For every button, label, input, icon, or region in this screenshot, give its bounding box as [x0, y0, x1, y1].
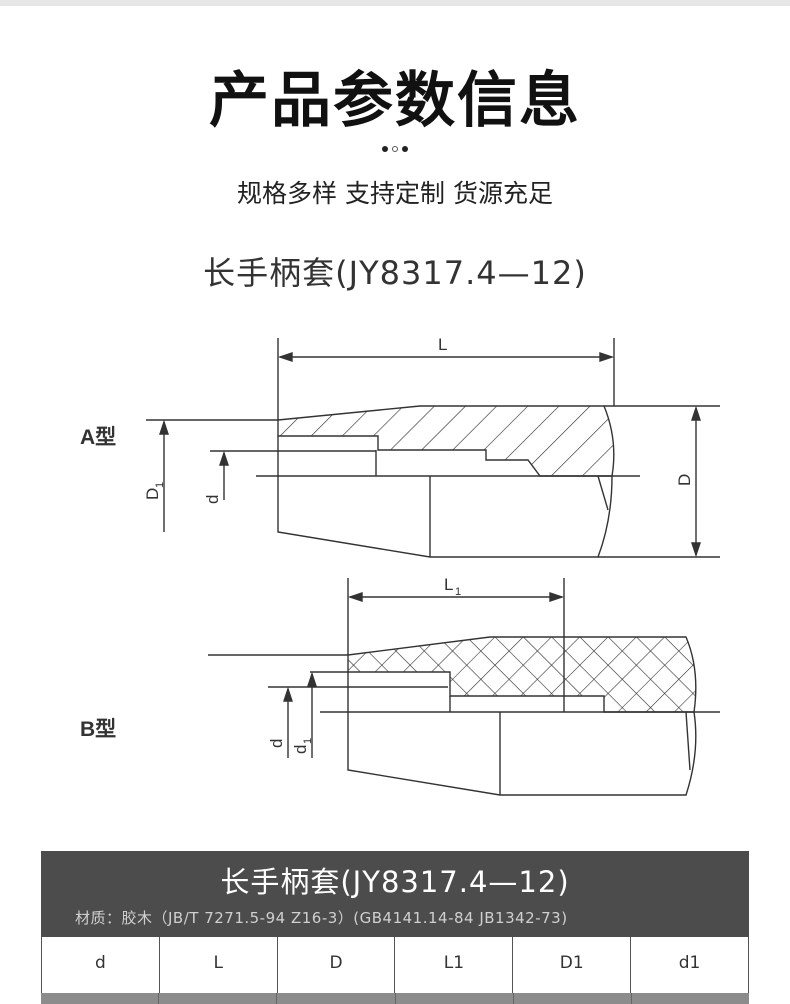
column-header-d1: d1 — [678, 953, 701, 973]
dim-L-label: L — [438, 335, 447, 354]
type-a-profile — [277, 436, 613, 558]
dim-d-label-b: d — [267, 739, 286, 748]
spec-table-header: 长手柄套(JY8317.4—12) 材质：胶木（JB/T 7271.5-94 Z… — [41, 851, 749, 937]
type-a-label: A型 — [80, 426, 116, 449]
dim-d1-sub: 1 — [302, 738, 314, 744]
dim-D1-sub: 1 — [154, 482, 166, 488]
divider-dots — [0, 146, 790, 152]
dim-d1-main: d — [291, 745, 310, 754]
dim-D1-label: D 1 — [143, 482, 166, 500]
column-header-D: D — [278, 937, 396, 993]
spec-table-title: 长手柄套(JY8317.4—12) — [220, 865, 570, 899]
spec-table-column-row: d L D L1 D1 d1 — [41, 937, 749, 993]
type-a-drawing — [146, 338, 720, 558]
tagline: 规格多样 支持定制 货源充足 — [237, 179, 553, 208]
technical-drawing: A型 L D D 1 d B型 L 1 d d 1 — [80, 335, 720, 796]
spec-table: 长手柄套(JY8317.4—12) 材质：胶木（JB/T 7271.5-94 Z… — [41, 851, 749, 1004]
table-cell — [277, 993, 396, 1004]
dim-L1-label: L 1 — [444, 575, 461, 598]
type-b-drawing — [208, 578, 720, 796]
dot — [382, 146, 388, 152]
column-header-L: L — [160, 937, 278, 993]
table-cell — [396, 993, 514, 1004]
column-header-D1: D1 — [513, 937, 632, 993]
dim-D-label: D — [675, 474, 694, 486]
dim-d1-label: d 1 — [291, 738, 314, 754]
type-b-profile — [347, 672, 697, 796]
dim-L1-sub: 1 — [455, 586, 461, 598]
column-header-d: d — [42, 937, 160, 993]
type-b-section — [347, 636, 697, 713]
table-cell — [41, 993, 160, 1004]
spec-table-first-data-row — [41, 993, 749, 1004]
dim-D1-main: D — [143, 488, 162, 500]
dim-d-label-a: d — [203, 495, 222, 504]
dim-L1-main: L — [444, 575, 453, 594]
table-cell — [514, 993, 632, 1004]
dot — [392, 146, 398, 152]
table-cell — [632, 993, 749, 1004]
type-a-section — [277, 405, 615, 477]
type-b-label: B型 — [80, 718, 116, 741]
dot — [402, 146, 408, 152]
spec-table-material: 材质：胶木（JB/T 7271.5-94 Z16-3）(GB4141.14-84… — [75, 909, 568, 927]
drawing-title: 长手柄套(JY8317.4—12) — [203, 254, 587, 292]
page-title: 产品参数信息 — [209, 66, 581, 136]
top-strip — [0, 0, 790, 6]
table-cell — [159, 993, 278, 1004]
column-header-L1: L1 — [395, 937, 514, 993]
